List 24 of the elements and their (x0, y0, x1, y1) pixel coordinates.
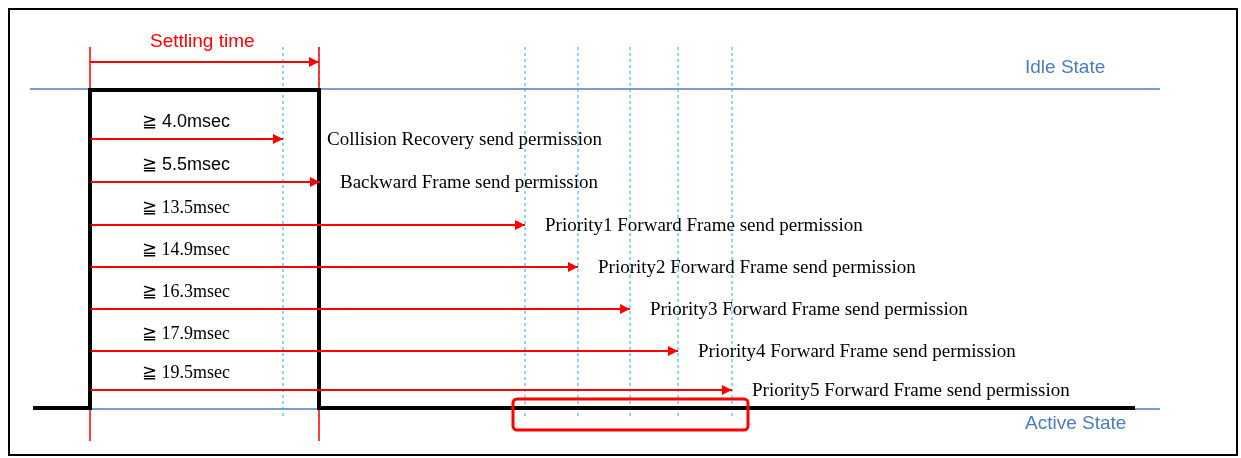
permission-label: Priority5 Forward Frame send permission (732, 379, 1070, 401)
permission-label: Priority1 Forward Frame send permission (525, 214, 863, 236)
arrow (90, 346, 679, 356)
edge-label: ≧ 4.0msec (142, 111, 231, 131)
permission-label: Priority4 Forward Frame send permission (678, 340, 1016, 362)
arrow (90, 304, 631, 314)
arrow (90, 262, 579, 272)
permission-label: Priority2 Forward Frame send permission (578, 256, 916, 278)
arrow (90, 134, 284, 144)
edge-label: ≧ 16.3msec (142, 281, 230, 301)
permission-label: Backward Frame send permission (320, 171, 599, 193)
edge-label: ≧ 13.5msec (142, 197, 230, 217)
edge-label: ≧ 5.5msec (142, 154, 231, 174)
arrow (90, 220, 526, 230)
dimension-label: Settling time (150, 30, 255, 52)
arrow (90, 177, 321, 187)
state-label: Idle State (1025, 56, 1106, 78)
state-label: Active State (1025, 412, 1127, 434)
permission-label: Collision Recovery send permission (283, 128, 602, 150)
permission-label: Priority3 Forward Frame send permission (630, 298, 968, 320)
edge-label: ≧ 14.9msec (142, 239, 230, 259)
arrow (90, 385, 733, 395)
edge-label: ≧ 19.5msec (142, 362, 230, 382)
edge-label: ≧ 17.9msec (142, 323, 230, 343)
